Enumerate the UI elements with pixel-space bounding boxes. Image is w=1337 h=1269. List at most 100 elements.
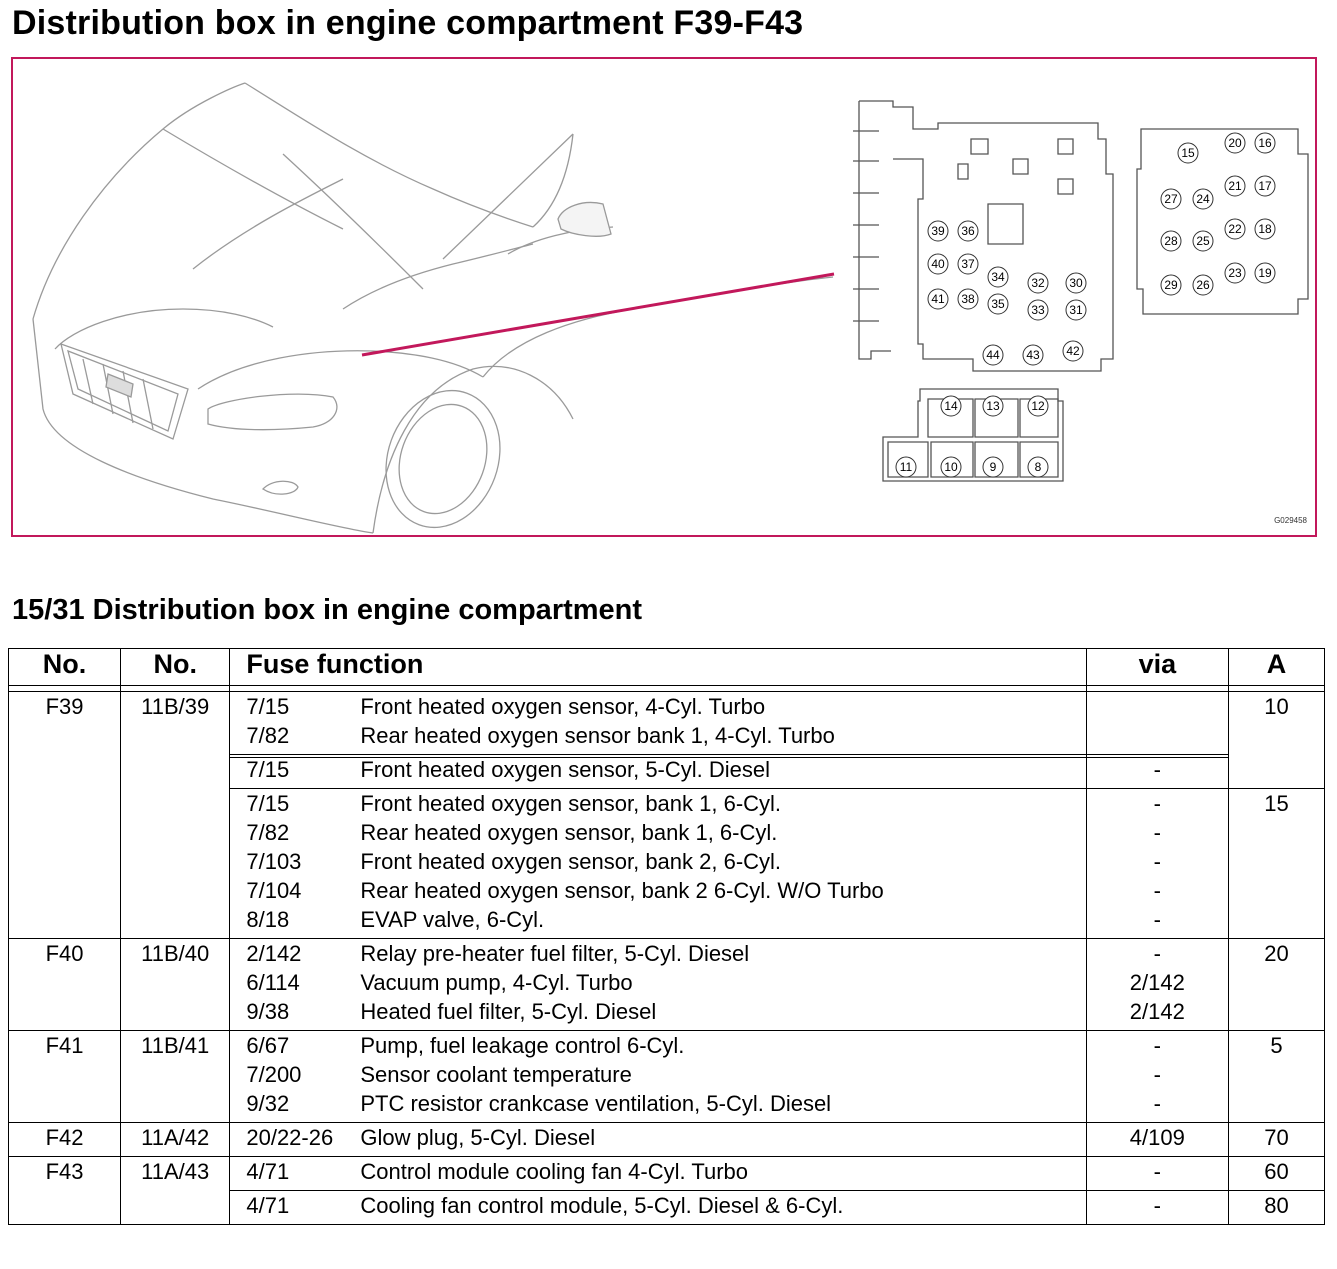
- svg-text:30: 30: [1069, 276, 1083, 290]
- cell-function: 4/71 Cooling fan control module, 5-Cyl. D…: [229, 1190, 1087, 1225]
- via-value: -: [1153, 1159, 1161, 1184]
- svg-text:23: 23: [1228, 266, 1242, 280]
- fuse-11: 11: [895, 456, 917, 478]
- fuse-description: Pump, fuel leakage control 6-Cyl.: [360, 1033, 685, 1058]
- fuse-description: Relay pre-heater fuel filter, 5-Cyl. Die…: [360, 941, 750, 966]
- cell-no: F39: [7, 691, 122, 755]
- svg-text:25: 25: [1196, 234, 1210, 248]
- via-value: 4/109: [1129, 1125, 1185, 1150]
- cell-no: [7, 754, 122, 789]
- svg-text:36: 36: [961, 224, 975, 238]
- svg-text:32: 32: [1031, 276, 1045, 290]
- fuse-23: 23: [1224, 262, 1246, 284]
- svg-text:12: 12: [1031, 399, 1045, 413]
- svg-text:13: 13: [986, 399, 1000, 413]
- via-value: -: [1153, 820, 1161, 845]
- svg-text:20: 20: [1228, 136, 1242, 150]
- header-via: via: [1085, 648, 1229, 686]
- cell-via: [1085, 691, 1229, 755]
- fuse-18: 18: [1254, 218, 1276, 240]
- cell-no: F40: [7, 938, 122, 1031]
- fuse-code: 4/71: [246, 1193, 290, 1218]
- fuse-description: Control module cooling fan 4-Cyl. Turbo: [360, 1159, 749, 1184]
- fuse-27: 27: [1160, 188, 1182, 210]
- figure-drawing: 39 36 40 37 41 38 34 35 32 30 33 31 44 4…: [32, 82, 1309, 534]
- cell-amp: 80: [1227, 1190, 1326, 1225]
- fuse-29: 29: [1160, 274, 1182, 296]
- fuse-code: 7/82: [246, 820, 290, 845]
- fuse-code: 7/200: [246, 1062, 302, 1087]
- fuse-description: Front heated oxygen sensor, bank 1, 6-Cy…: [360, 791, 782, 816]
- svg-text:14: 14: [944, 399, 958, 413]
- fuse-line: 7/200 Sensor coolant temperature: [230, 1060, 1085, 1089]
- via-value: -: [1153, 941, 1161, 966]
- cell-no2: 11B/40: [120, 938, 231, 1031]
- svg-text:40: 40: [931, 257, 945, 271]
- fuse-32: 32: [1027, 272, 1049, 294]
- cell-function: 7/15 Front heated oxygen sensor, 4-Cyl. T…: [229, 691, 1087, 755]
- cell-no: F41: [7, 1030, 122, 1123]
- via-value: -: [1153, 757, 1161, 782]
- fuse-9: 9: [982, 456, 1004, 478]
- fuse-code: 7/15: [246, 694, 290, 719]
- svg-text:8: 8: [1035, 460, 1042, 474]
- header-no2: No.: [120, 648, 231, 686]
- header-no: No.: [7, 648, 122, 686]
- via-value: -: [1153, 1091, 1161, 1116]
- cell-no2: [120, 754, 231, 789]
- fuse-14: 14: [940, 395, 962, 417]
- svg-text:39: 39: [931, 224, 945, 238]
- fuse-description: Front heated oxygen sensor, bank 2, 6-Cy…: [360, 849, 782, 874]
- cell-amp: 10: [1227, 691, 1326, 755]
- cell-no2: 11B/39: [120, 691, 231, 755]
- fuse-40: 40: [927, 253, 949, 275]
- fuse-code: 9/38: [246, 999, 290, 1024]
- header-function: Fuse function: [229, 648, 1087, 686]
- fuse-37: 37: [957, 253, 979, 275]
- figure-code: G029458: [1274, 516, 1307, 525]
- fuse-description: PTC resistor crankcase ventilation, 5-Cy…: [360, 1091, 832, 1116]
- fuse-line: 7/15 Front heated oxygen sensor, 4-Cyl. T…: [230, 692, 1085, 721]
- fuse-21: 21: [1224, 175, 1246, 197]
- cell-no2: 11A/43: [120, 1156, 231, 1191]
- fuse-code: 7/104: [246, 878, 302, 903]
- cell-no2: [120, 788, 231, 939]
- fuse-24: 24: [1192, 188, 1214, 210]
- fuse-34: 34: [987, 266, 1009, 288]
- svg-text:26: 26: [1196, 278, 1210, 292]
- cell-no2: 11B/41: [120, 1030, 231, 1123]
- fuse-22: 22: [1224, 218, 1246, 240]
- svg-text:33: 33: [1031, 303, 1045, 317]
- fuse-description: Cooling fan control module, 5-Cyl. Diese…: [360, 1193, 844, 1218]
- via-value: -: [1153, 1193, 1161, 1218]
- svg-text:24: 24: [1196, 192, 1210, 206]
- fuse-description: Front heated oxygen sensor, 4-Cyl. Turbo: [360, 694, 766, 719]
- svg-text:9: 9: [990, 460, 997, 474]
- via-value: -: [1153, 907, 1161, 932]
- cell-no: [7, 1190, 122, 1225]
- svg-text:21: 21: [1228, 179, 1242, 193]
- svg-text:19: 19: [1258, 266, 1272, 280]
- fuse-circles: 39 36 40 37 41 38 34 35 32 30 33 31 44 4…: [895, 132, 1276, 478]
- fuse-code: 4/71: [246, 1159, 290, 1184]
- cell-no: [7, 788, 122, 939]
- cell-no2: [120, 1190, 231, 1225]
- fuse-30: 30: [1065, 272, 1087, 294]
- fuse-43: 43: [1022, 344, 1044, 366]
- fuse-26: 26: [1192, 274, 1214, 296]
- cell-via: -: [1085, 754, 1229, 789]
- fuse-description: Sensor coolant temperature: [360, 1062, 632, 1087]
